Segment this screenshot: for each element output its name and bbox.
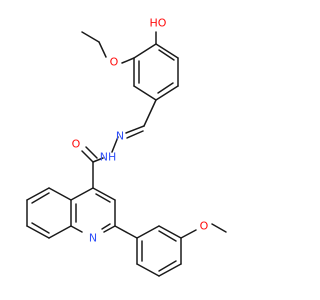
carbonyl-oxygen-label: O (72, 138, 81, 151)
bond (111, 136, 119, 153)
bond (211, 223, 227, 233)
bond (31, 192, 50, 204)
quinoline-n-label: N (89, 232, 97, 245)
bond (26, 187, 50, 201)
bond (143, 99, 157, 127)
structure-diagram: HO O N NH O N O (26, 17, 227, 277)
bond (133, 43, 157, 59)
bond (98, 41, 107, 58)
hydroxyl-label: HO (150, 17, 167, 30)
bond (81, 150, 94, 163)
bond (103, 225, 116, 233)
bond (155, 43, 179, 59)
bond (158, 263, 182, 277)
bond (126, 130, 144, 139)
bond (158, 225, 182, 239)
hydrazide-nh-label: NH (100, 151, 117, 164)
bond (85, 146, 98, 159)
bond (81, 31, 100, 43)
bond (70, 187, 94, 201)
bond (92, 157, 104, 163)
methoxyphenyl-ring (136, 225, 182, 277)
bond (136, 263, 160, 277)
bond (155, 85, 179, 101)
bond (48, 187, 72, 201)
imine-n-label: N (116, 130, 124, 143)
bond (31, 222, 50, 234)
bond (158, 230, 177, 242)
bond (70, 225, 83, 233)
bond (125, 125, 145, 134)
molecule-canvas: HO O N NH O N O (26, 17, 227, 277)
bond (180, 229, 197, 239)
bond (136, 225, 160, 239)
bond (133, 85, 157, 101)
bond (114, 225, 138, 239)
ether-oxygen-label: O (110, 56, 119, 69)
quinoline-ring (26, 187, 116, 239)
bond (26, 225, 50, 239)
bond (157, 82, 174, 94)
methoxy-oxygen-label: O (200, 220, 209, 233)
bond (92, 187, 116, 201)
bond (95, 193, 111, 203)
bond (158, 260, 177, 272)
bond (158, 49, 175, 61)
bond (121, 57, 135, 64)
bond (48, 225, 72, 239)
phenol-ring (133, 43, 179, 101)
bond (101, 223, 111, 230)
